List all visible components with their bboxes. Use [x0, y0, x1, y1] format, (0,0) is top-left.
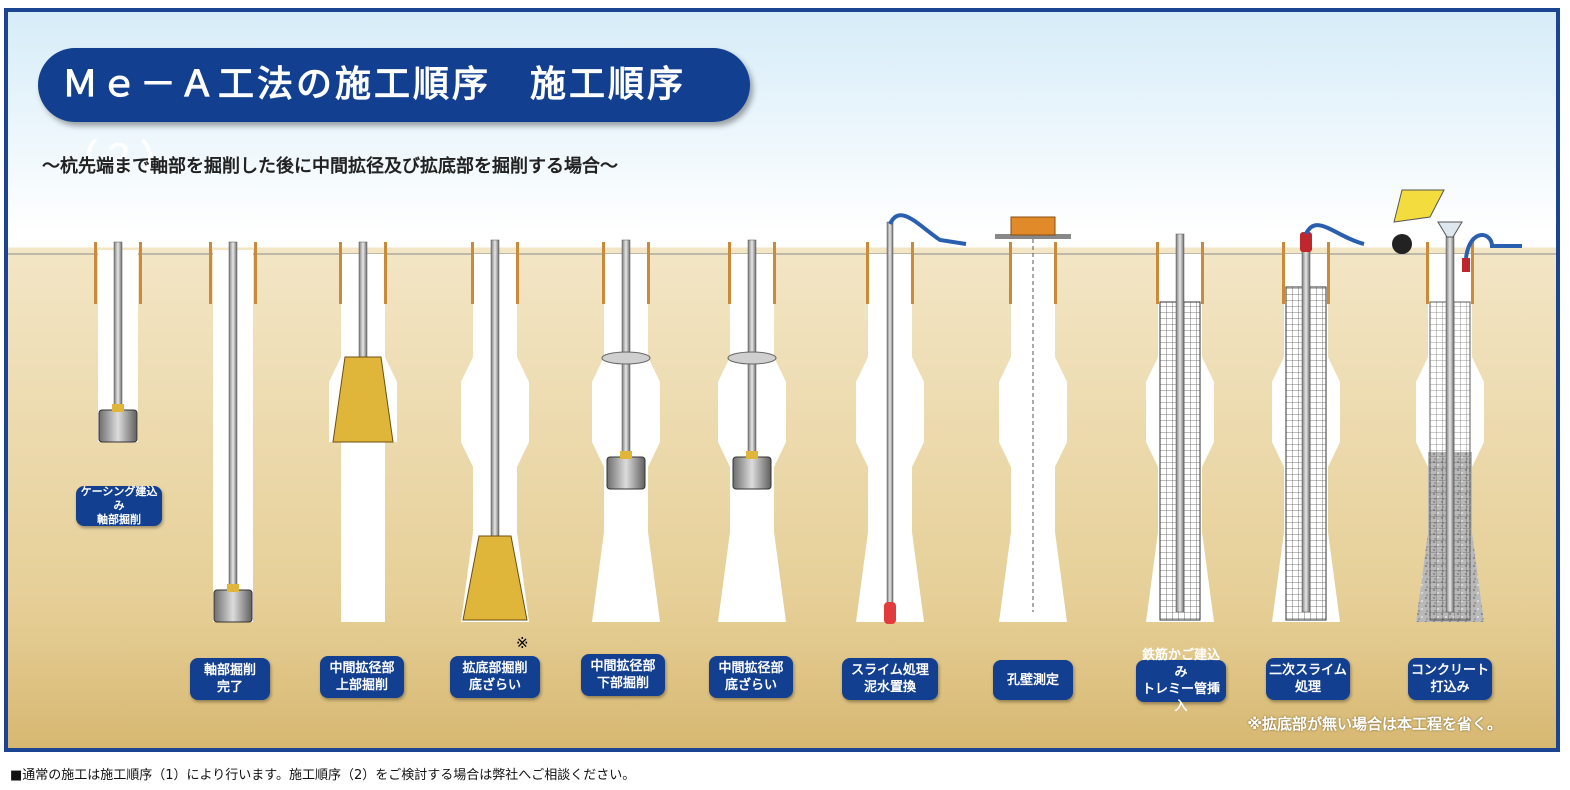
page-subtitle: ～杭先端まで軸部を掘削した後に中間拡径及び拡底部を掘削する場合～ — [42, 156, 618, 177]
bell-reamer — [462, 535, 528, 621]
drill-bucket — [98, 409, 138, 443]
casing-right — [1471, 242, 1474, 304]
step-label-8: 孔壁測定 — [993, 660, 1073, 700]
hose — [1464, 233, 1522, 259]
pump-head — [1300, 232, 1312, 252]
kelly-rod — [1301, 239, 1311, 613]
footer-text: ■通常の施工は施工順序（1）により行います。施工順序（2）をご検討する場合は弊社… — [10, 768, 636, 783]
note-text: ※拡底部が無い場合は本工程を省く。 — [1247, 715, 1502, 733]
stabilizer — [727, 351, 777, 365]
casing-left — [1426, 242, 1429, 304]
kelly-rod — [747, 239, 757, 458]
step-label-1: ケーシング建込み 軸部掘削 — [76, 485, 162, 526]
casing-left — [602, 242, 605, 304]
step-label-11: コンクリート 打込み — [1408, 658, 1492, 700]
hose — [1304, 223, 1365, 246]
step-label-7: スライム処理 泥水置換 — [842, 658, 938, 700]
pump-head — [1462, 258, 1470, 272]
casing-right — [1327, 242, 1330, 304]
kelly-rod — [621, 239, 631, 458]
casing-right — [516, 242, 519, 304]
measure-beam — [995, 234, 1071, 239]
kelly-rod — [358, 241, 368, 363]
casing-left — [1009, 242, 1012, 304]
kelly-rod — [113, 241, 123, 408]
casing-right — [773, 242, 776, 304]
bucket-cap — [620, 451, 632, 459]
concrete-truck-chute — [1393, 189, 1445, 223]
hose — [888, 213, 967, 246]
construction-sequence-diagram — [8, 189, 1556, 624]
suction-pump — [884, 602, 896, 624]
casing-left — [1282, 242, 1285, 304]
kelly-rod — [228, 241, 238, 591]
casing-left — [866, 242, 869, 304]
step-label-2: 軸部掘削 完了 — [190, 658, 270, 700]
drill-bucket — [213, 589, 253, 623]
drill-bucket — [606, 456, 646, 490]
casing-right — [254, 242, 257, 304]
bucket-cap — [746, 451, 758, 459]
reamer-bucket — [332, 356, 394, 443]
casing-right — [139, 242, 142, 304]
diagram-frame: Ｍｅ－Ａ工法の施工順序 施工順序（２） ～杭先端まで軸部を掘削した後に中間拡径及… — [4, 8, 1560, 752]
casing-right — [911, 242, 914, 304]
casing-left — [471, 242, 474, 304]
measure-device — [1010, 216, 1056, 236]
truck-wheel — [1392, 234, 1412, 254]
step-label-10: 二次スライム 処理 — [1266, 658, 1350, 700]
hopper — [1437, 221, 1463, 238]
kelly-rod — [886, 221, 894, 613]
casing-left — [339, 242, 342, 304]
drill-bucket — [732, 456, 772, 490]
casing-right — [1201, 242, 1204, 304]
step-label-4: 拡底部掘削 底ざらい — [450, 656, 540, 698]
kelly-rod — [490, 239, 500, 541]
casing-right — [384, 242, 387, 304]
casing-right — [647, 242, 650, 304]
casing-left — [94, 242, 97, 304]
kome-mark: ※ — [516, 634, 529, 652]
step-label-3: 中間拡径部 上部掘削 — [320, 656, 404, 698]
kelly-rod — [1445, 229, 1455, 613]
step-label-9: 鉄筋かご建込み トレミー管挿入 — [1136, 648, 1226, 714]
stabilizer — [601, 351, 651, 365]
step-label-6: 中間拡径部 底ざらい — [709, 656, 793, 698]
casing-left — [728, 242, 731, 304]
step-label-5: 中間拡径部 下部掘削 — [581, 654, 665, 696]
page-title: Ｍｅ－Ａ工法の施工順序 施工順序（２） — [38, 48, 750, 179]
bucket-cap — [112, 404, 124, 412]
kelly-rod — [1175, 233, 1185, 613]
casing-left — [1156, 242, 1159, 304]
bucket-cap — [227, 584, 239, 592]
casing-left — [209, 242, 212, 304]
casing-right — [1054, 242, 1057, 304]
